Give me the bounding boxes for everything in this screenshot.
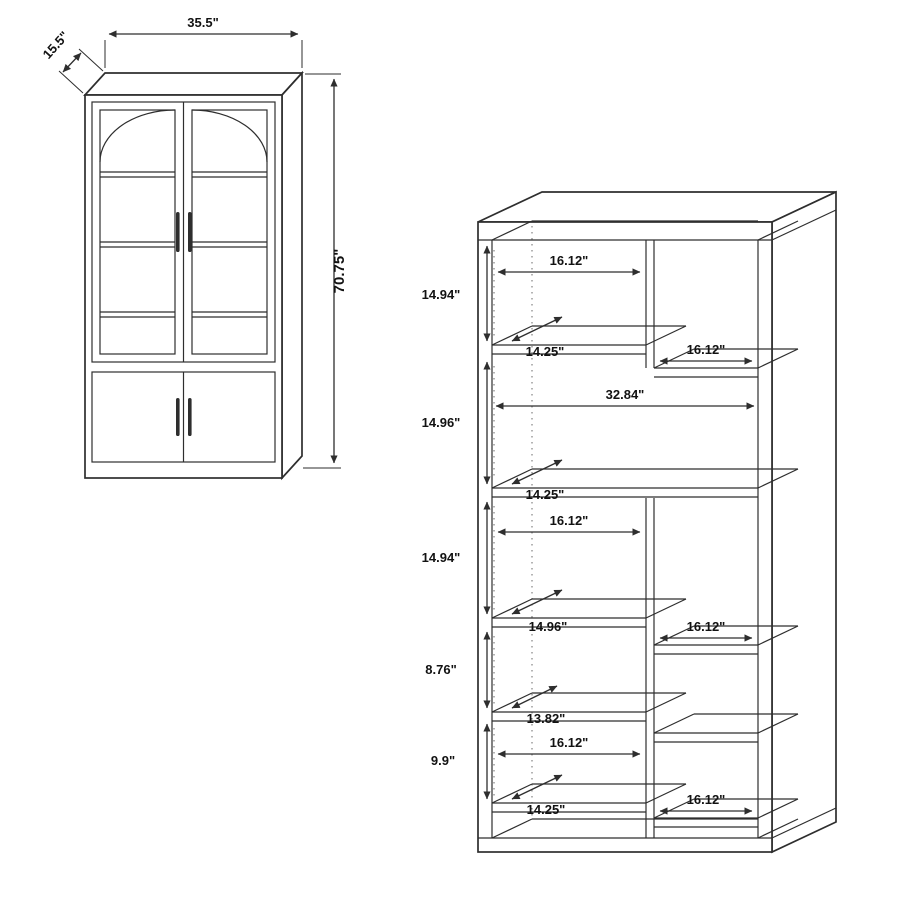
row3-left-shelf-depth-label: 14.96" bbox=[529, 619, 568, 634]
row4-left-shelf-depth-label: 13.82" bbox=[527, 711, 566, 726]
row5-left-width-label: 16.12" bbox=[550, 735, 589, 750]
cabinet-depth-dimension: 15.5" bbox=[40, 28, 104, 94]
cabinet-glass-doors bbox=[91, 101, 276, 363]
bookcase-drawing: 16.12" 16.12" 32.84" 16.12" 16.12" 16.12… bbox=[422, 190, 837, 854]
cabinet-drawing: 35.5" 15.5" 70.75" bbox=[40, 15, 348, 481]
row2-shelf-depth-label: 14.25" bbox=[526, 487, 565, 502]
bookcase-depth-dimensions: 14.25" 14.25" 14.96" 13.82" 14.25" bbox=[511, 316, 568, 817]
cabinet-depth-label: 15.5" bbox=[40, 28, 72, 61]
bookcase-side-face bbox=[771, 190, 837, 854]
row1-right-shelf-width-label: 16.12" bbox=[687, 342, 726, 357]
bookcase-width-dimensions: 16.12" 16.12" 32.84" 16.12" 16.12" 16.12… bbox=[495, 253, 755, 815]
cabinet-side-face bbox=[281, 70, 303, 481]
row3-left-width-label: 16.12" bbox=[550, 513, 589, 528]
cabinet-height-label: 70.75" bbox=[331, 249, 348, 294]
row1-left-shelf-depth-label: 14.25" bbox=[526, 344, 565, 359]
row1-left-width-label: 16.12" bbox=[550, 253, 589, 268]
upper-left-door-handle bbox=[176, 212, 180, 252]
row2-height-label: 14.96" bbox=[422, 415, 461, 430]
lower-left-door-handle bbox=[176, 398, 180, 436]
bookcase-frame bbox=[478, 209, 837, 839]
left-door-arch bbox=[99, 109, 176, 163]
upper-right-door-handle bbox=[188, 212, 192, 252]
cabinet-lower-doors bbox=[91, 371, 276, 463]
bookcase-front-face bbox=[477, 221, 773, 853]
bookcase-height-dimensions: 14.94" 14.96" 14.94" 8.76" 9.9" bbox=[422, 245, 495, 800]
lower-right-door-handle bbox=[188, 398, 192, 436]
interior-full-width-label: 32.84" bbox=[606, 387, 645, 402]
cabinet-width-label: 35.5" bbox=[187, 15, 218, 30]
row1-height-label: 14.94" bbox=[422, 287, 461, 302]
cabinet-shelf-lines bbox=[100, 171, 267, 318]
right-door-arch bbox=[191, 109, 268, 163]
row5-right-shelf-width-label: 16.12" bbox=[687, 792, 726, 807]
row5-left-shelf-depth-label: 14.25" bbox=[527, 802, 566, 817]
cabinet-width-dimension: 35.5" bbox=[104, 15, 303, 68]
cabinet-top-face bbox=[83, 72, 304, 96]
row3-right-shelf-width-label: 16.12" bbox=[687, 619, 726, 634]
cabinet-height-dimension: 70.75" bbox=[303, 73, 348, 469]
row5-height-label: 9.9" bbox=[431, 753, 455, 768]
row4-height-label: 8.76" bbox=[425, 662, 456, 677]
row3-height-label: 14.94" bbox=[422, 550, 461, 565]
